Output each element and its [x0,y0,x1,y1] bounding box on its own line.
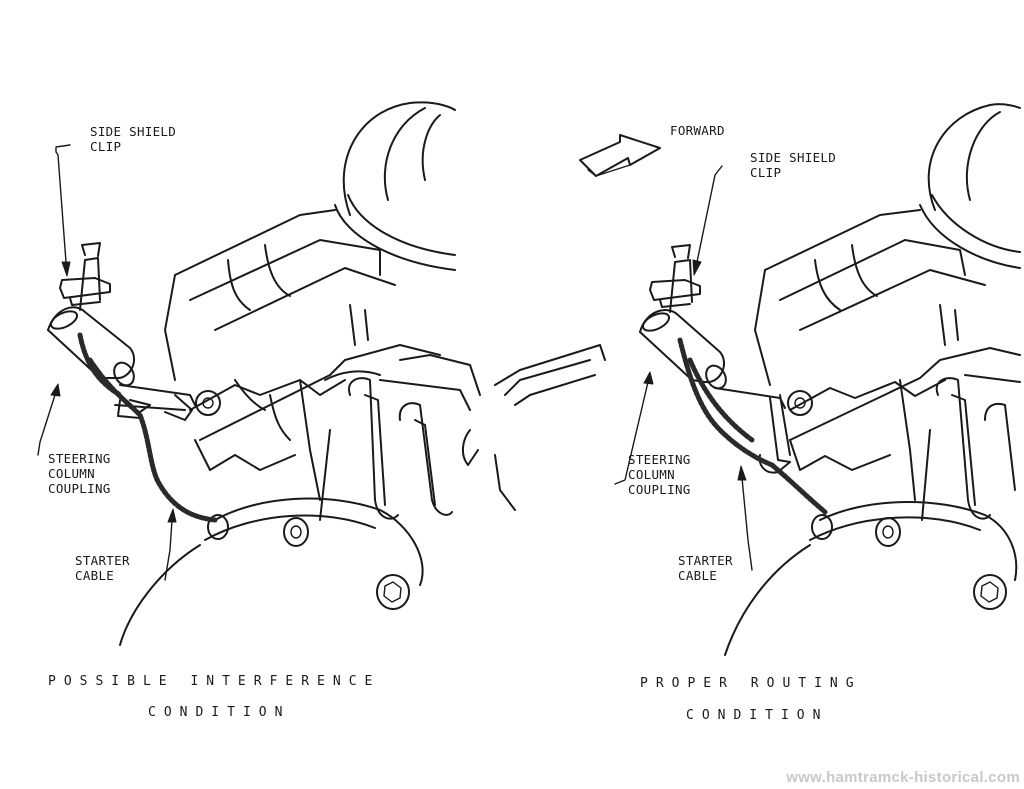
right-forward-label: FORWARD [670,123,725,138]
right-engine-illustration [579,103,1021,656]
right-caption-line2: CONDITION [686,708,829,723]
left-starter-cable-label: STARTER CABLE [75,553,130,583]
left-engine-illustration [37,101,606,646]
watermark: www.hamtramck-historical.com [786,769,1020,786]
right-caption-line1: PROPER ROUTING [640,676,862,691]
left-side-shield-clip-label: SIDE SHIELD CLIP [90,124,177,154]
right-steering-column-coupling-label: STEERING COLUMN COUPLING [628,452,691,497]
left-caption-line2: CONDITION [148,705,291,720]
right-side-shield-clip-label: SIDE SHIELD CLIP [750,150,837,180]
left-steering-column-coupling-label: STEERING COLUMN COUPLING [48,451,111,496]
right-starter-cable-label: STARTER CABLE [678,553,733,583]
forward-arrow-icon [579,134,661,177]
left-caption-line1: POSSIBLE INTERFERENCE [48,674,381,689]
